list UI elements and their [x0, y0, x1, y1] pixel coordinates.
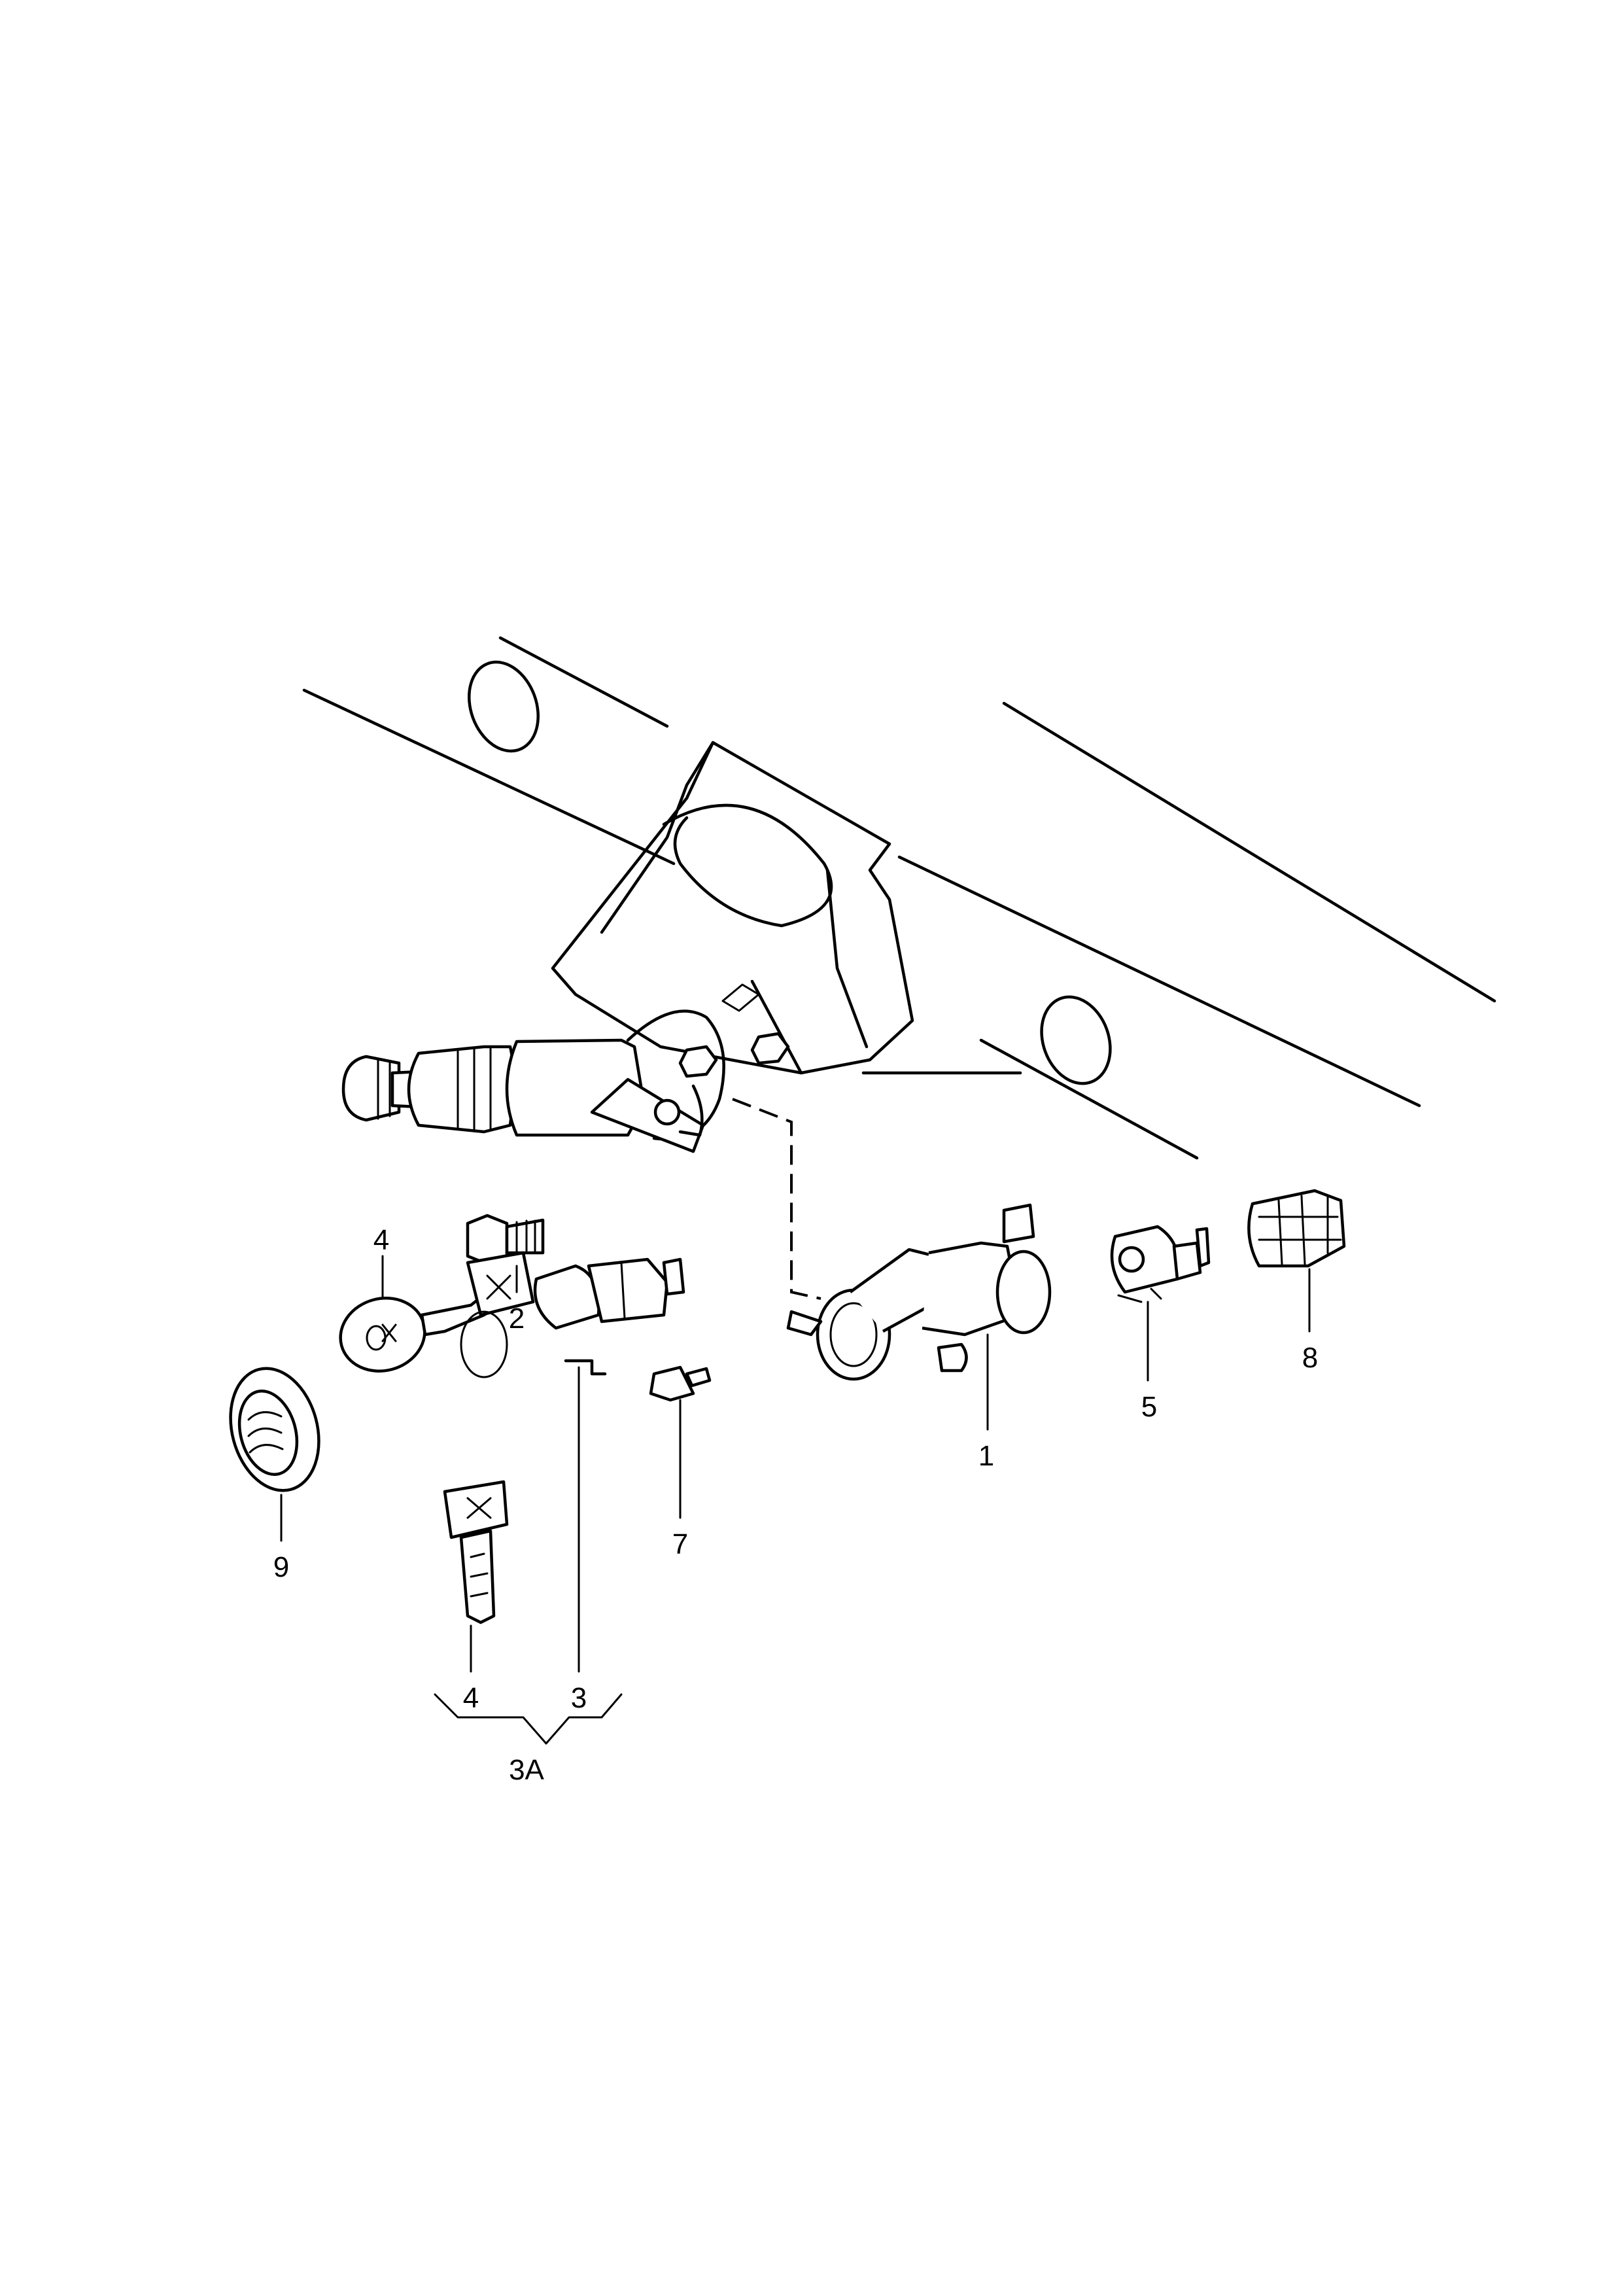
lock-cylinder	[533, 1257, 685, 1376]
bulb	[649, 1365, 712, 1402]
key-bottom	[443, 1480, 509, 1624]
callout-9: 9	[273, 1551, 289, 1583]
callout-7: 7	[672, 1528, 688, 1560]
shear-bolt	[466, 1214, 545, 1266]
callout-1: 1	[978, 1440, 994, 1472]
callout-3: 3	[571, 1682, 587, 1714]
column-bracket	[551, 741, 1022, 1075]
callout-4-bottom: 4	[463, 1682, 479, 1714]
callout-4-top: 4	[373, 1224, 389, 1256]
bracket-nuts	[653, 1032, 790, 1137]
ignition-switch	[1110, 1225, 1211, 1303]
steering-column	[341, 1009, 725, 1153]
trim-ring	[229, 1367, 320, 1492]
connector	[1247, 1189, 1346, 1268]
dashboard-frame	[302, 636, 1496, 1160]
steering-lock-housing	[786, 1203, 1052, 1381]
callout-5: 5	[1141, 1391, 1157, 1423]
callout-8: 8	[1302, 1342, 1318, 1374]
callout-2: 2	[509, 1303, 525, 1335]
callout-3A: 3A	[509, 1754, 544, 1786]
leader-lines	[280, 1255, 1311, 1745]
key-top	[339, 1290, 502, 1373]
alignment-line	[732, 1098, 821, 1300]
